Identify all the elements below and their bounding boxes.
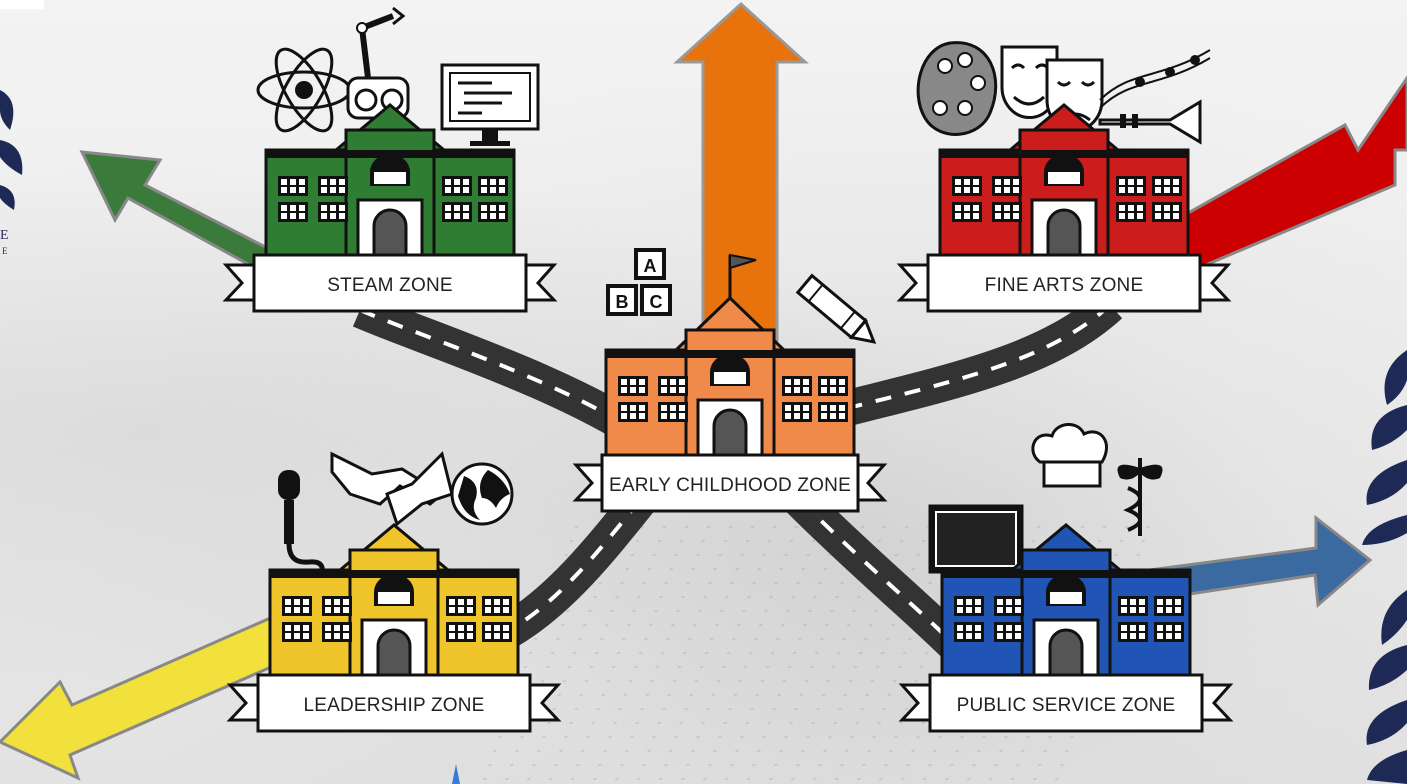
public-service-zone: PUBLIC SERVICE ZONE xyxy=(898,423,1234,733)
early-childhood-zone: A B C EARLY CH xyxy=(572,248,888,513)
blue-sparkle-icon xyxy=(452,764,460,784)
atom-icon xyxy=(256,47,352,133)
early-childhood-zone-label: EARLY CHILDHOOD ZONE xyxy=(609,475,851,496)
flag-icon xyxy=(728,253,757,298)
computer-monitor-icon xyxy=(440,63,540,146)
music-trumpet-icon xyxy=(1098,49,1211,145)
laurel-right-icon xyxy=(1362,350,1407,784)
public-service-zone-label: PUBLIC SERVICE ZONE xyxy=(957,695,1176,716)
abc-blocks-icon: A B C xyxy=(606,248,672,316)
chalkboard-icon xyxy=(928,504,1024,574)
laurel-left-icon xyxy=(0,90,23,210)
steam-zone-label: STEAM ZONE xyxy=(327,275,453,296)
chef-hat-icon xyxy=(1031,423,1108,488)
block-a: A xyxy=(644,256,657,276)
handshake-icon xyxy=(330,451,454,527)
fine-arts-zone-label: FINE ARTS ZONE xyxy=(985,275,1144,296)
side-text-2: E xyxy=(2,246,8,256)
leadership-zone-label: LEADERSHIP ZONE xyxy=(303,695,484,716)
globe-icon xyxy=(450,462,514,526)
fine-arts-zone: FINE ARTS ZONE xyxy=(896,41,1232,313)
arrow-red xyxy=(1137,75,1407,282)
block-b: B xyxy=(616,292,629,312)
arrow-orange xyxy=(673,1,809,342)
leadership-zone: LEADERSHIP ZONE xyxy=(226,451,562,733)
crayon-icon xyxy=(795,273,877,344)
palette-icon xyxy=(916,41,998,136)
block-c: C xyxy=(650,292,663,312)
side-text-1: E xyxy=(0,228,9,243)
robot-arm-icon xyxy=(346,6,410,120)
steam-zone: STEAM ZONE xyxy=(222,6,558,313)
arrow-blue xyxy=(1148,514,1373,609)
top-left-white-bar xyxy=(0,0,44,9)
caduceus-icon xyxy=(1117,458,1163,536)
